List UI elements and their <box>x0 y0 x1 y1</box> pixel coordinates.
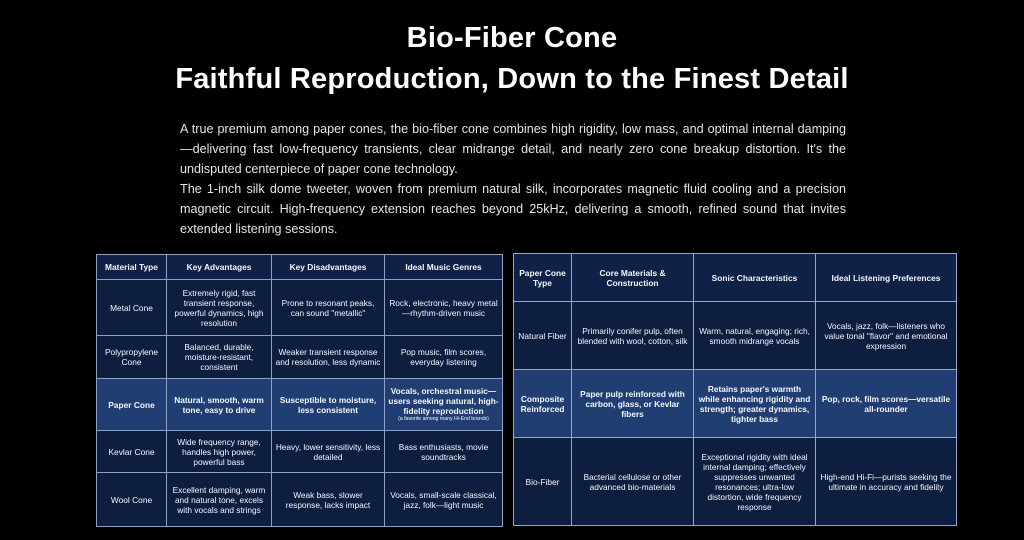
col-header-material-type: Material Type <box>96 254 167 280</box>
material-cell: Paper Cone <box>96 378 167 431</box>
material-cell: Kevlar Cone <box>96 430 167 473</box>
table-row-highlighted: Paper Cone Natural, smooth, warm tone, e… <box>96 378 503 431</box>
preferences-cell: High-end Hi-Fi—purists seeking the ultim… <box>815 437 957 526</box>
genres-cell: Rock, electronic, heavy metal—rhythm-dri… <box>384 279 503 336</box>
advantages-cell: Natural, smooth, warm tone, easy to driv… <box>166 378 272 431</box>
disadvantages-cell: Weak bass, slower response, lacks impact <box>271 472 385 527</box>
preferences-cell: Pop, rock, film scores—versatile all-rou… <box>815 369 957 438</box>
table-row: Metal Cone Extremely rigid, fast transie… <box>96 279 503 336</box>
table-row: Wool Cone Excellent damping, warm and na… <box>96 472 503 527</box>
col-header-listening-preferences: Ideal Listening Preferences <box>815 253 957 302</box>
genres-text: Vocals, orchestral music—users seeking n… <box>388 386 499 416</box>
genres-note: (a favorite among many Hi-End brands) <box>398 416 489 422</box>
preferences-cell: Vocals, jazz, folk—listeners who value t… <box>815 301 957 370</box>
advantages-cell: Balanced, durable, moisture-resistant, c… <box>166 335 272 379</box>
col-header-ideal-genres: Ideal Music Genres <box>384 254 503 280</box>
cone-type-cell: Natural Fiber <box>513 301 572 370</box>
materials-cell: Primarily conifer pulp, often blended wi… <box>571 301 694 370</box>
table-row-highlighted: Composite Reinforced Paper pulp reinforc… <box>513 369 957 438</box>
page-title: Bio-Fiber Cone <box>406 22 618 54</box>
genres-cell: Pop music, film scores, everyday listeni… <box>384 335 503 379</box>
table-header-row: Paper Cone Type Core Materials & Constru… <box>513 253 957 302</box>
genres-cell: Vocals, small-scale classical, jazz, fol… <box>384 472 503 527</box>
materials-cell: Bacterial cellulose or other advanced bi… <box>571 437 694 526</box>
cone-type-cell: Composite Reinforced <box>513 369 572 438</box>
advantages-cell: Wide frequency range, handles high power… <box>166 430 272 473</box>
material-cell: Polypropylene Cone <box>96 335 167 379</box>
intro-paragraph-2: The 1-inch silk dome tweeter, woven from… <box>180 182 846 236</box>
sonic-cell: Retains paper's warmth while enhancing r… <box>693 369 816 438</box>
material-comparison-table: Material Type Key Advantages Key Disadva… <box>96 254 503 527</box>
intro-paragraph-1: A true premium among paper cones, the bi… <box>180 122 846 176</box>
advantages-cell: Extremely rigid, fast transient response… <box>166 279 272 336</box>
disadvantages-cell: Susceptible to moisture, less consistent <box>271 378 385 431</box>
disadvantages-cell: Heavy, lower sensitivity, less detailed <box>271 430 385 473</box>
material-cell: Wool Cone <box>96 472 167 527</box>
disadvantages-cell: Prone to resonant peaks, can sound "meta… <box>271 279 385 336</box>
table-header-row: Material Type Key Advantages Key Disadva… <box>96 254 503 280</box>
col-header-key-disadvantages: Key Disadvantages <box>271 254 385 280</box>
cone-type-cell: Bio-Fiber <box>513 437 572 526</box>
paper-cone-types-table: Paper Cone Type Core Materials & Constru… <box>513 253 957 526</box>
col-header-key-advantages: Key Advantages <box>166 254 272 280</box>
materials-cell: Paper pulp reinforced with carbon, glass… <box>571 369 694 438</box>
col-header-paper-cone-type: Paper Cone Type <box>513 253 572 302</box>
disadvantages-cell: Weaker transient response and resolution… <box>271 335 385 379</box>
sonic-cell: Exceptional rigidity with ideal internal… <box>693 437 816 526</box>
genres-cell: Vocals, orchestral music—users seeking n… <box>384 378 503 431</box>
genres-cell: Bass enthusiasts, movie soundtracks <box>384 430 503 473</box>
table-row: Natural Fiber Primarily conifer pulp, of… <box>513 301 957 370</box>
table-row: Polypropylene Cone Balanced, durable, mo… <box>96 335 503 379</box>
col-header-core-materials: Core Materials & Construction <box>571 253 694 302</box>
sonic-cell: Warm, natural, engaging; rich, smooth mi… <box>693 301 816 370</box>
advantages-cell: Excellent damping, warm and natural tone… <box>166 472 272 527</box>
table-row: Bio-Fiber Bacterial cellulose or other a… <box>513 437 957 526</box>
table-row: Kevlar Cone Wide frequency range, handle… <box>96 430 503 473</box>
page-subtitle: Faithful Reproduction, Down to the Fines… <box>175 63 849 95</box>
col-header-sonic-characteristics: Sonic Characteristics <box>693 253 816 302</box>
material-cell: Metal Cone <box>96 279 167 336</box>
intro-text: A true premium among paper cones, the bi… <box>180 119 846 239</box>
